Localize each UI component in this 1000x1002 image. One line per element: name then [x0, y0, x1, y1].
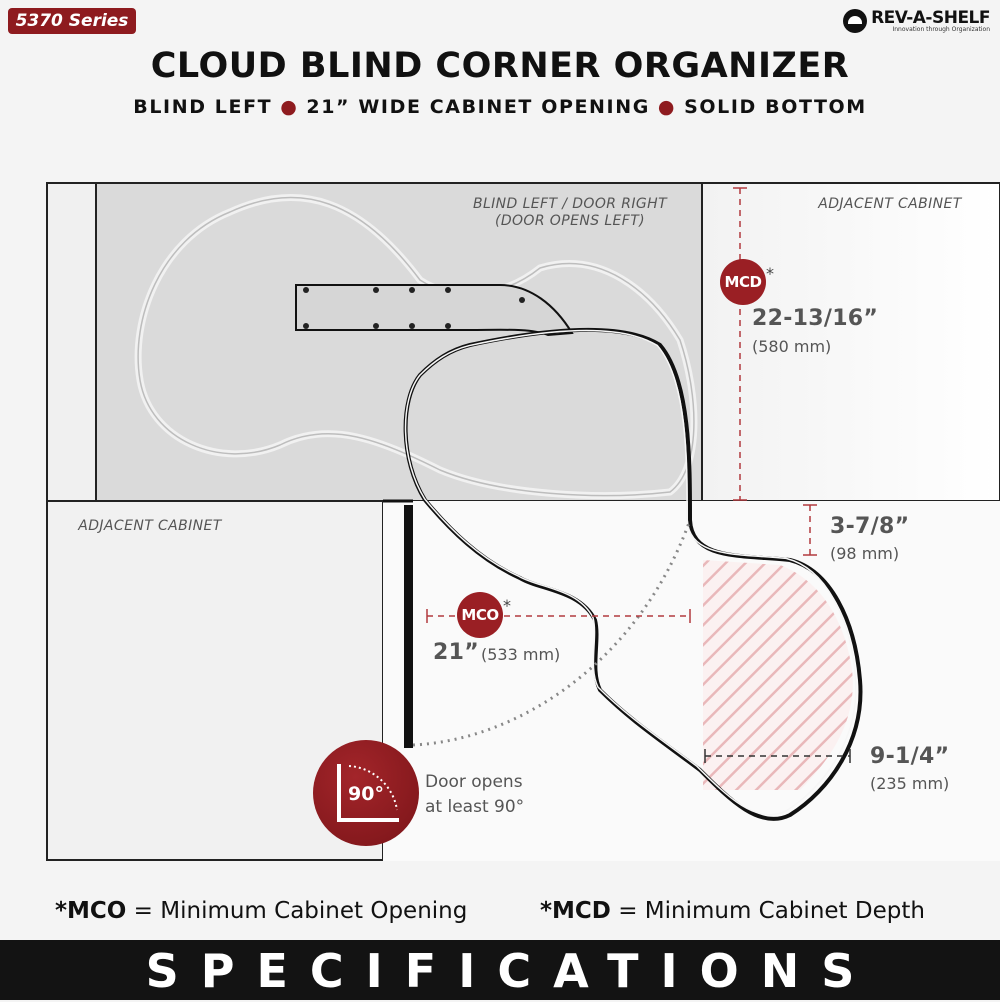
depth-value: 22-13/16”	[752, 306, 879, 331]
adjacent-cabinet-right-label: ADJACENT CABINET	[818, 196, 962, 212]
opening-mm: (533 mm)	[481, 645, 561, 664]
opening-value: 21”	[433, 640, 479, 665]
legend-mcd-prefix: *MCD	[540, 898, 611, 924]
door-note-line1: Door opens	[425, 772, 523, 792]
legend-mcd: *MCD = Minimum Cabinet Depth	[540, 898, 925, 924]
door-note-line2: at least 90°	[425, 797, 525, 817]
mcd-badge: MCD	[720, 259, 766, 305]
rail-screws	[303, 287, 525, 329]
blind-cabinet-label-line1: BLIND LEFT / DOOR RIGHT	[472, 196, 668, 212]
subtitle-part-3: SOLID BOTTOM	[684, 96, 867, 118]
bullet-icon: ●	[657, 96, 677, 118]
adjacent-cabinet-right	[701, 182, 1000, 502]
door-angle-value: 90°	[348, 783, 384, 805]
brand-name: REV-A-SHELF	[871, 7, 990, 28]
series-badge: 5370 Series	[8, 8, 136, 34]
bullet-icon: ●	[280, 96, 299, 118]
cabinet-door	[404, 505, 413, 748]
blind-cabinet-label: BLIND LEFT / DOOR RIGHT (DOOR OPENS LEFT…	[455, 196, 685, 230]
legend-mco: *MCO = Minimum Cabinet Opening	[55, 898, 467, 924]
brand-tagline: Innovation through Organization	[892, 25, 990, 33]
door-note: Door opens at least 90°	[425, 770, 524, 820]
mounting-rail	[295, 284, 574, 337]
gap-value: 3-7/8”	[830, 514, 910, 539]
mco-badge: MCO	[457, 592, 503, 638]
page-subtitle: BLIND LEFT ● 21” WIDE CABINET OPENING ● SOLI…	[0, 96, 1000, 118]
adjacent-cabinet-left-label: ADJACENT CABINET	[78, 518, 222, 534]
subtitle-part-2: 21” WIDE CABINET OPENING	[306, 96, 650, 118]
floor-area	[383, 501, 1000, 861]
page-title: CLOUD BLIND CORNER ORGANIZER	[150, 46, 850, 86]
mcd-asterisk: *	[766, 264, 774, 283]
cabinet-side-strip	[46, 182, 97, 502]
gap-mm: (98 mm)	[830, 544, 900, 563]
depth-mm: (580 mm)	[752, 337, 832, 356]
brand-mark-icon	[843, 9, 868, 33]
subtitle-part-1: BLIND LEFT	[133, 96, 273, 118]
legend-mco-text: = Minimum Cabinet Opening	[126, 898, 468, 924]
extension-mm: (235 mm)	[870, 774, 950, 793]
brand-logo: REV-A-SHELF Innovation through Organizat…	[843, 6, 990, 36]
legend-mcd-text: = Minimum Cabinet Depth	[610, 898, 925, 924]
extension-value: 9-1/4”	[870, 744, 950, 769]
footer-bar	[0, 940, 1000, 1000]
footer-title: SPECIFICATIONS	[145, 944, 877, 998]
extension-area	[703, 560, 853, 790]
door-swing-arc	[412, 519, 692, 747]
blind-cabinet-label-line2: (DOOR OPENS LEFT)	[494, 213, 646, 229]
legend-mco-prefix: *MCO	[55, 898, 127, 924]
right-angle-icon	[337, 764, 399, 822]
mco-asterisk: *	[503, 596, 511, 615]
door-angle-badge	[313, 740, 419, 846]
